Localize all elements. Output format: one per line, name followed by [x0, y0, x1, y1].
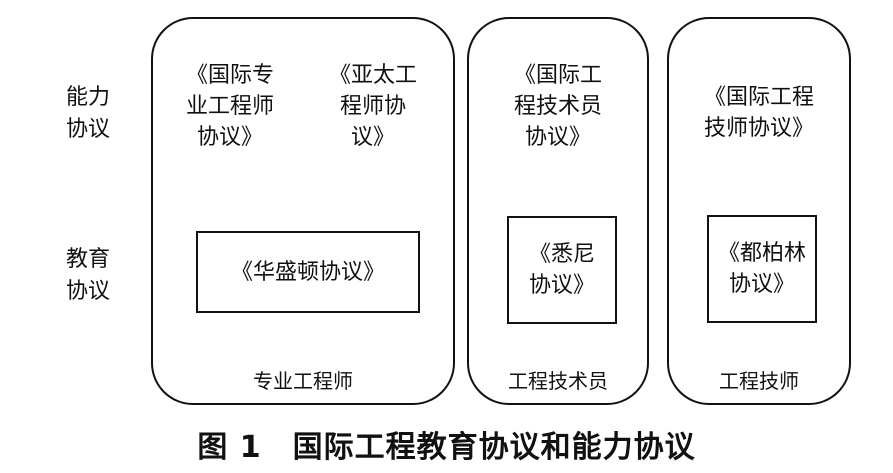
row-label-competency: 能力 协议	[65, 85, 110, 142]
group-professional-engineer: 《国际专 业工程师 协议》 《亚太工 程师协 议》 《华盛顿协议》 专业工程师	[151, 17, 455, 405]
agreement-dublin-accord: 《都柏林 协议》	[717, 241, 806, 297]
group-engineering-technologist: 《国际工 程技术员 协议》 《悉尼 协议》 工程技术员	[467, 17, 649, 405]
group-label-professional-engineer: 专业工程师	[253, 369, 353, 393]
agreement-international-engineering-technicians: 《国际工程 技师协议》	[703, 85, 814, 141]
group-label-engineering-technician: 工程技师	[719, 369, 799, 393]
agreement-sydney-accord: 《悉尼 协议》	[528, 242, 595, 298]
agreement-sydney-accord-box: 《悉尼 协议》	[507, 216, 617, 324]
row-label-education: 教育 协议	[65, 247, 110, 304]
figure-caption: 图 1 国际工程教育协议和能力协议	[197, 430, 696, 465]
agreement-apec-engineer: 《亚太工 程师协 议》	[328, 63, 417, 150]
agreement-washington-accord-box: 《华盛顿协议》	[196, 231, 420, 313]
agreement-dublin-accord-box: 《都柏林 协议》	[707, 215, 817, 323]
group-label-engineering-technologist: 工程技术员	[508, 369, 608, 393]
agreement-international-professional-engineers: 《国际专 业工程师 协议》	[185, 63, 274, 150]
agreement-international-engineering-technologists: 《国际工 程技术员 协议》	[513, 63, 602, 150]
agreement-washington-accord: 《华盛顿协议》	[230, 259, 385, 285]
group-engineering-technician: 《国际工程 技师协议》 《都柏林 协议》 工程技师	[667, 17, 851, 405]
